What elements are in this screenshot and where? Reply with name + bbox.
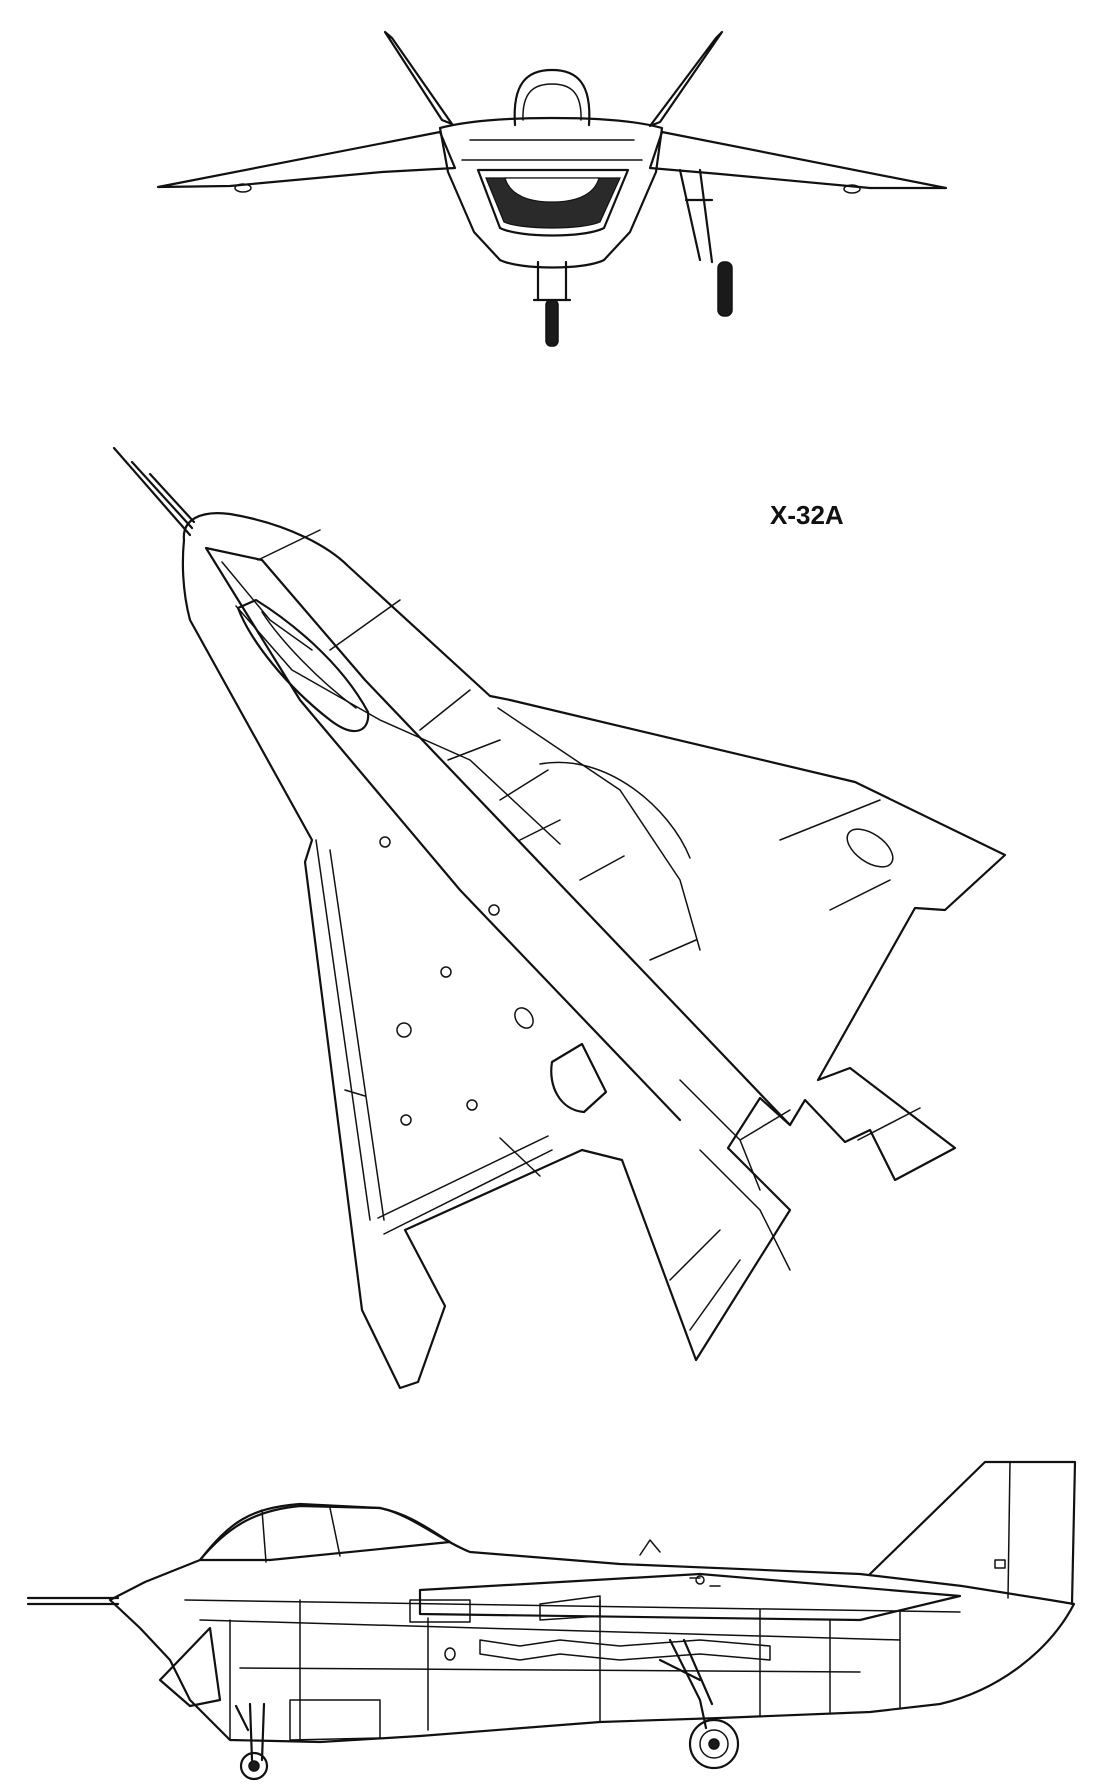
side-nose-wheel bbox=[239, 1751, 269, 1781]
front-left-wing bbox=[156, 130, 457, 189]
nose-probe bbox=[112, 446, 196, 537]
front-right-fin bbox=[648, 30, 724, 128]
side-canopy bbox=[198, 1504, 452, 1562]
top-wing-outline bbox=[181, 512, 1007, 1390]
side-view bbox=[26, 1460, 1077, 1781]
side-vertical-tail bbox=[868, 1460, 1077, 1606]
side-wing bbox=[418, 1572, 962, 1622]
top-canopy bbox=[236, 598, 370, 732]
front-intake bbox=[476, 168, 630, 237]
side-nose-gear bbox=[234, 1702, 266, 1762]
aircraft-designation-label: X-32A bbox=[770, 500, 844, 530]
top-fuselage bbox=[204, 546, 792, 1127]
front-right-wing bbox=[648, 130, 948, 190]
side-intake bbox=[158, 1626, 222, 1708]
top-view bbox=[112, 446, 1007, 1390]
top-access-door bbox=[550, 1042, 608, 1114]
front-fuselage bbox=[438, 116, 664, 269]
side-main-wheel bbox=[688, 1718, 740, 1770]
front-nose-wheel bbox=[545, 299, 559, 347]
side-fuselage bbox=[108, 1502, 1076, 1744]
side-nose-probe bbox=[26, 1596, 120, 1606]
side-main-gear bbox=[658, 1638, 714, 1730]
front-canopy bbox=[513, 68, 591, 127]
front-left-fin bbox=[383, 30, 454, 126]
front-main-wheel bbox=[717, 261, 733, 317]
front-main-gear bbox=[678, 168, 714, 264]
front-view bbox=[156, 30, 948, 347]
